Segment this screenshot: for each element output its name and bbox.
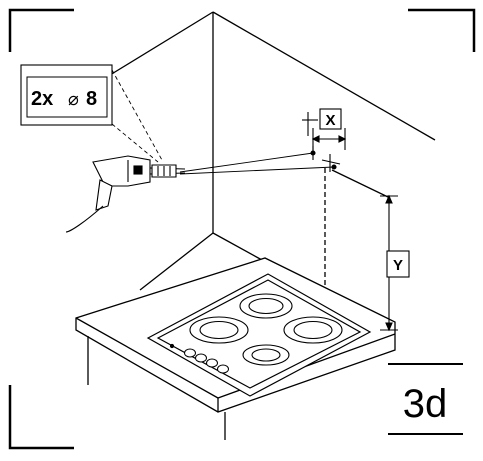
- callout-leader-lines: [111, 69, 163, 163]
- drill-quantity: 2x: [31, 88, 53, 110]
- step-label: 3d: [403, 382, 448, 426]
- x-dimension-label: X: [325, 112, 335, 129]
- x-dimension-box: [319, 108, 342, 130]
- frame-corners: [8, 8, 476, 450]
- drill-spec-inner-box: [26, 76, 108, 118]
- y-dimension-box: [386, 250, 410, 278]
- laser-guide-lines: [179, 152, 335, 175]
- power-drill-icon: [65, 155, 186, 233]
- y-dimension-label: Y: [393, 257, 403, 274]
- hob-burners: [189, 293, 343, 366]
- drill-diameter: 8: [86, 88, 97, 110]
- diameter-symbol: ⌀: [68, 89, 79, 110]
- x-dimension-marker: [311, 128, 347, 150]
- hob-control-knobs: [169, 343, 229, 374]
- room-walls: [109, 11, 436, 292]
